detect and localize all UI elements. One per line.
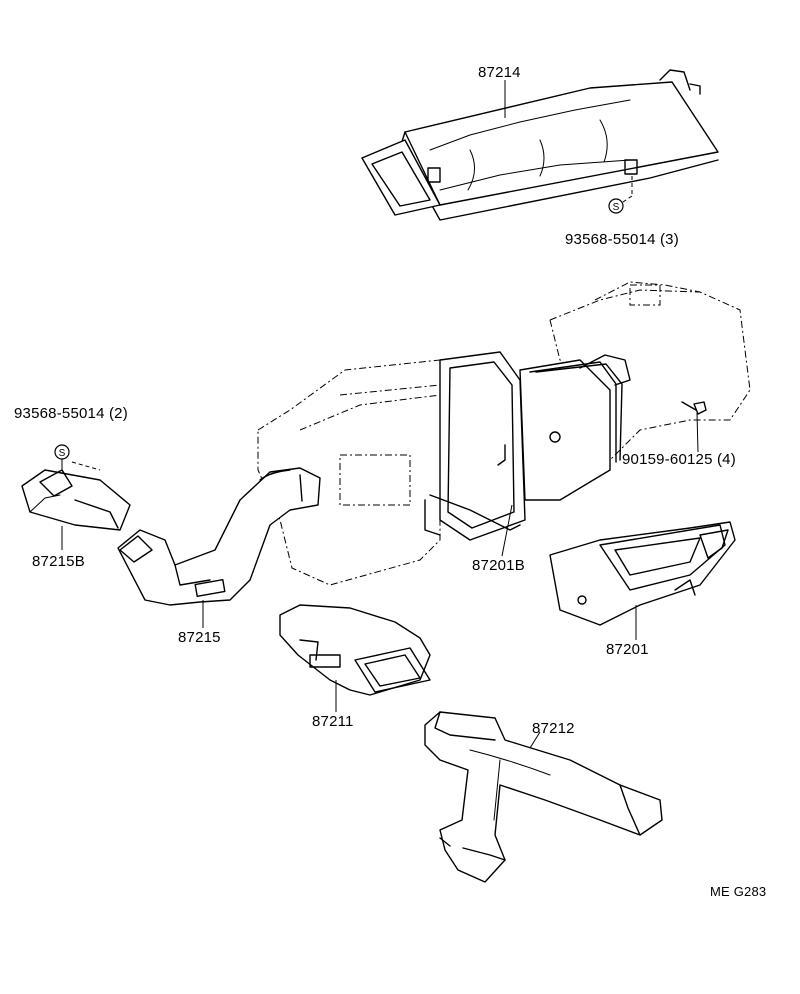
- screw-leader-87215b: [71, 461, 101, 471]
- leader-90159: [696, 412, 699, 453]
- duct-87212[interactable]: [424, 711, 663, 883]
- duct-87201b[interactable]: [424, 351, 631, 541]
- part-number-87211: 87211: [312, 713, 354, 730]
- screw-icon: [681, 401, 707, 415]
- part-number-87215b: 87215B: [32, 553, 85, 570]
- screw-leader-87214b: [619, 195, 633, 205]
- heater-unit-outline: [257, 281, 751, 586]
- part-number-87214: 87214: [478, 64, 521, 81]
- leader-87212: [529, 731, 541, 749]
- part-number-87201b: 87201B: [472, 557, 525, 574]
- figure-code: ME G283: [710, 884, 766, 899]
- vent-87201[interactable]: [549, 521, 736, 626]
- seal-mark-icon: S: [608, 198, 624, 214]
- part-number-93568-2: 93568-55014 (2): [14, 405, 128, 422]
- vent-87215b[interactable]: [21, 469, 131, 531]
- vent-87211[interactable]: [279, 604, 431, 696]
- part-number-87212: 87212: [532, 720, 575, 737]
- svg-text:S: S: [59, 448, 66, 459]
- svg-text:S: S: [613, 202, 620, 213]
- leader-87201b: [501, 504, 513, 557]
- part-number-93568-3: 93568-55014 (3): [565, 231, 679, 248]
- part-number-87215: 87215: [178, 629, 221, 646]
- duct-87214[interactable]: [361, 69, 719, 221]
- part-number-87201: 87201: [606, 641, 649, 658]
- part-number-90159: 90159-60125 (4): [622, 451, 736, 468]
- duct-87215[interactable]: [117, 467, 321, 606]
- seal-mark-icon: S: [54, 444, 70, 460]
